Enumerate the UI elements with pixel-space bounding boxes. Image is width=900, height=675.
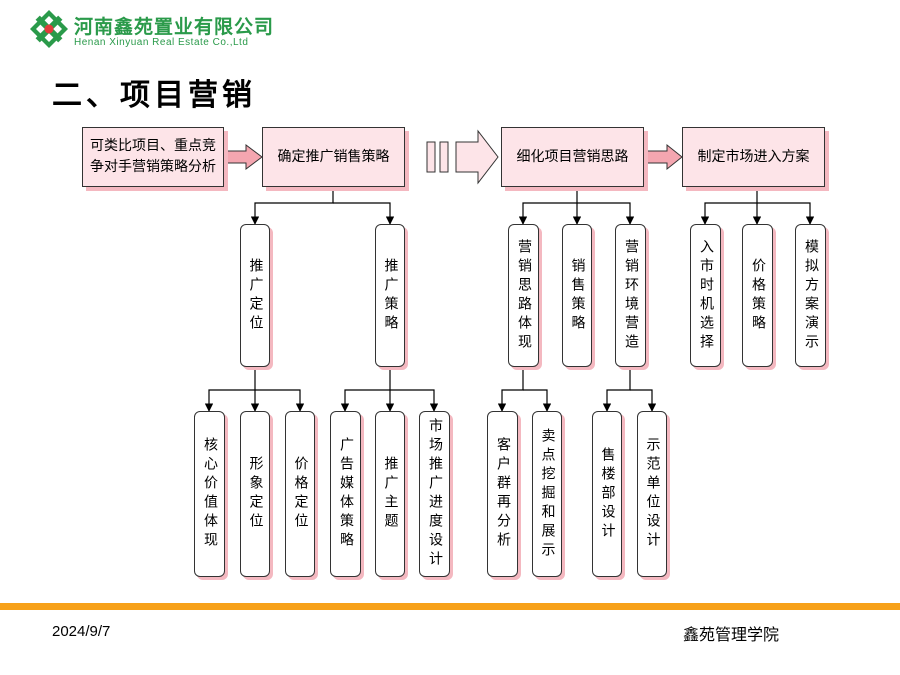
promo-theme-box: 推广主题 (375, 411, 405, 577)
core-value-box: 核心价值体现 (194, 411, 225, 577)
footer-org: 鑫苑管理学院 (683, 625, 780, 644)
footer-bar (0, 603, 900, 610)
xinyuan-logo-icon (30, 10, 68, 48)
entry-timing-box: 入市时机选择 (690, 224, 721, 367)
promo-positioning-box: 推广定位 (240, 224, 270, 367)
image-positioning-box: 形象定位 (240, 411, 270, 577)
promo-strategy-box: 推广策略 (375, 224, 405, 367)
marketing-thinking-box: 营销思路体现 (508, 224, 539, 367)
flow-arrow-3 (646, 143, 683, 171)
show-unit-design-box: 示范单位设计 (637, 411, 667, 577)
price-positioning-box: 价格定位 (285, 411, 315, 577)
simulation-demo-box: 模拟方案演示 (795, 224, 826, 367)
step2-box: 细化项目营销思路 (501, 127, 644, 187)
ad-media-strategy-box: 广告媒体策略 (330, 411, 361, 577)
footer-date: 2024/9/7 (52, 623, 111, 640)
input-box: 可类比项目、重点竞争对手营销策略分析 (82, 127, 224, 187)
customer-analysis-box: 客户群再分析 (487, 411, 518, 577)
market-promo-schedule-box: 市场推广进度设计 (419, 411, 450, 577)
price-strategy-box: 价格策略 (742, 224, 773, 367)
page-title: 二、项目营销 (52, 78, 256, 113)
marketing-environment-box: 营销环境营造 (615, 224, 646, 367)
flow-arrow-2 (455, 129, 499, 185)
flow-arrow-1 (223, 144, 263, 170)
step3-box: 制定市场进入方案 (682, 127, 825, 187)
company-name-cn: 河南鑫苑置业有限公司 (74, 16, 275, 38)
sales-office-design-box: 售楼部设计 (592, 411, 622, 577)
step1-box: 确定推广销售策略 (262, 127, 405, 187)
flow-bar-2 (439, 141, 449, 173)
selling-points-box: 卖点挖掘和展示 (532, 411, 562, 577)
company-name-en: Henan Xinyuan Real Estate Co.,Ltd (74, 37, 249, 48)
sales-strategy-box: 销售策略 (562, 224, 592, 367)
flow-bar-1 (426, 141, 436, 173)
